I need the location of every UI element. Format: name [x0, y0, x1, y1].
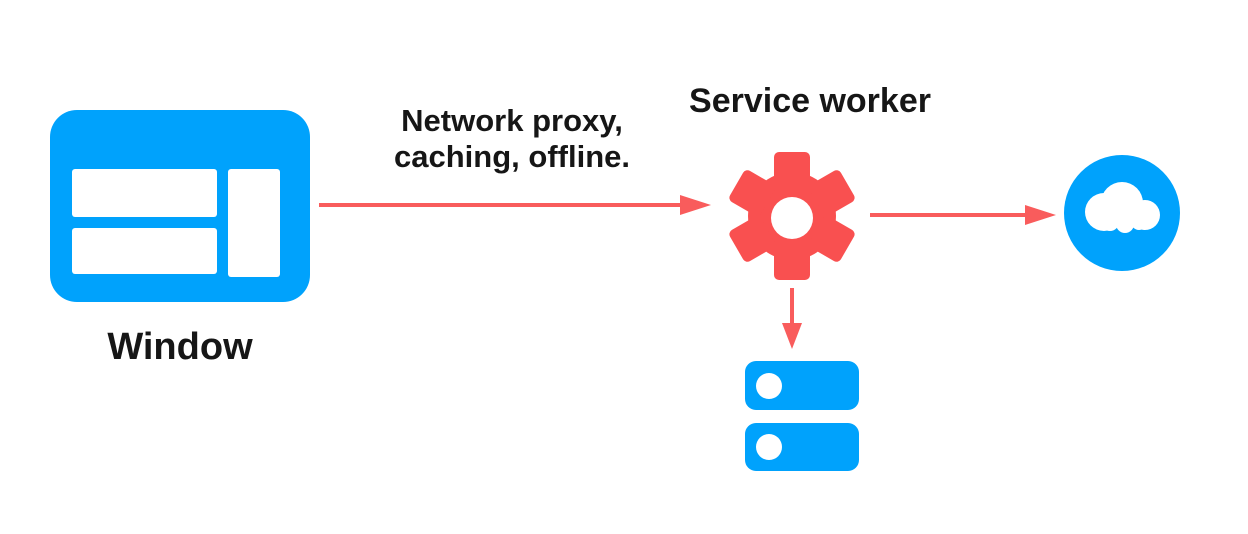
arrow-service-worker-to-storage — [782, 288, 802, 349]
database-stack-icon — [745, 361, 859, 471]
browser-window-icon — [50, 110, 310, 302]
arrow-service-worker-to-network — [870, 205, 1056, 225]
gear-icon — [729, 152, 855, 280]
cloud-in-circle-icon — [1064, 155, 1180, 271]
arrow-window-to-service-worker — [319, 195, 711, 215]
window-node-label: Window — [107, 326, 253, 368]
edge-label-line1: Network proxy, — [401, 103, 623, 138]
service-worker-node-label: Service worker — [689, 82, 931, 120]
edge-window-to-sw-label: Network proxy, caching, offline. — [372, 103, 652, 175]
edge-label-line2: caching, offline. — [394, 139, 630, 174]
